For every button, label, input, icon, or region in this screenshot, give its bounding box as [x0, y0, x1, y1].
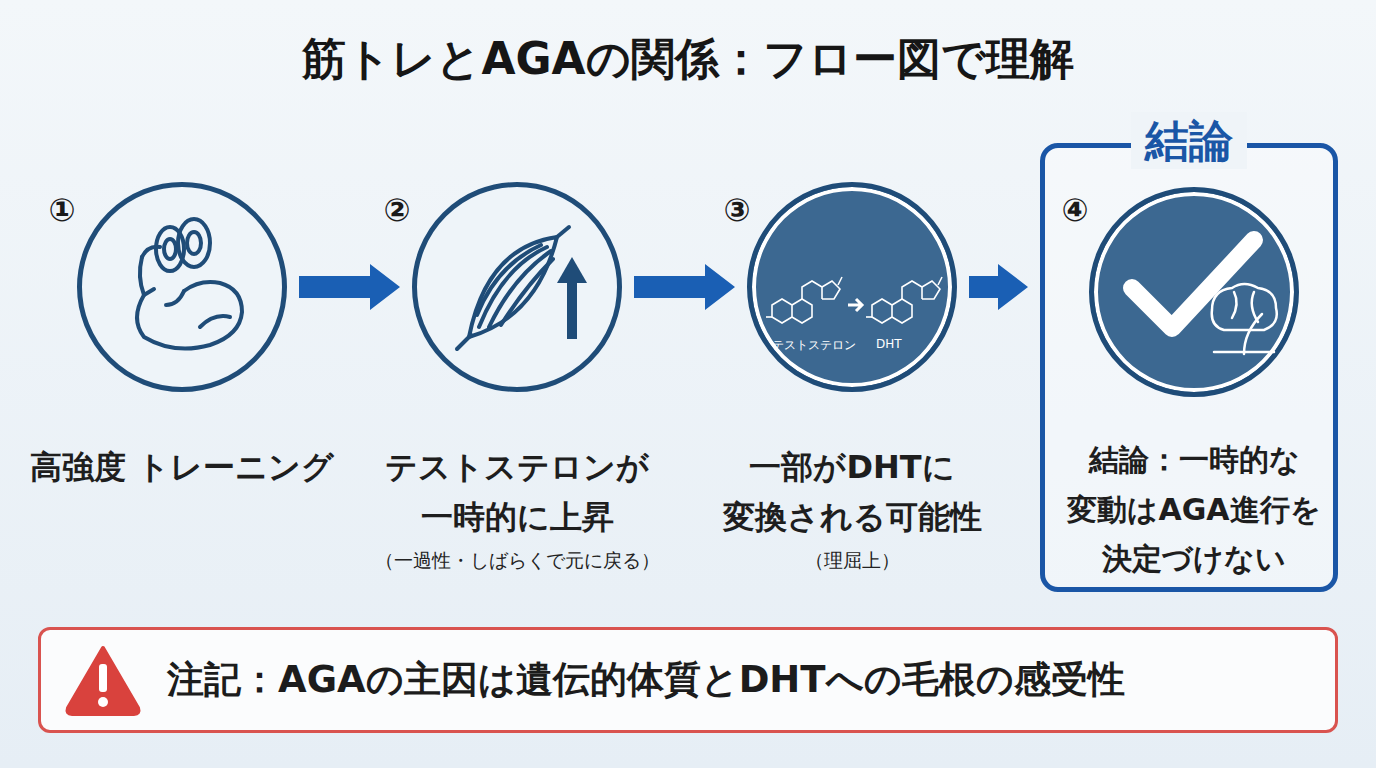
step-text: 結論：一時的な 変動はAGA進行を 決定づけない [1054, 435, 1334, 584]
icon [82, 187, 282, 387]
caption-group: 結論：一時的な 変動はAGA進行を 決定づけない [1054, 435, 1334, 584]
box-heading: 結論 [1131, 112, 1247, 169]
flow-arrow [634, 264, 735, 310]
callout-number: ④ [1061, 194, 1088, 226]
formula-label: DHT [876, 337, 902, 351]
step-circle: 高強度 トレーニング [77, 182, 287, 392]
note-box: 注記：AGAの主因は遺伝的体質とDHTへの毛根の感受性 [38, 627, 1338, 733]
icon [752, 187, 952, 387]
flow-arrow [299, 264, 400, 310]
title: 筋トレとAGAの関係：フロー図で理解 [0, 30, 1376, 89]
step-note: （理屈上） [692, 548, 1012, 573]
conclusion-circle: 結論：一時的な 変動はAGA進行を 決定づけない [1089, 187, 1299, 397]
note-text: 注記：AGAの主因は遺伝的体質とDHTへの毛根の感受性 [167, 655, 1125, 705]
step-circle: テストステロンが 一時的に上昇（一過性・しばらくで元に戻る） [412, 182, 622, 392]
callout-number: ③ [723, 194, 750, 226]
callout-number: ① [48, 194, 75, 226]
icon [417, 187, 617, 387]
step-text: 高強度 トレーニング [22, 443, 342, 493]
caption-group: 一部がDHTに 変換される可能性 （理屈上） [692, 443, 1012, 573]
step-text: テストステロンが 一時的に上昇 [357, 443, 677, 542]
formula-label: テストステロン [772, 337, 856, 354]
icon [1094, 192, 1294, 392]
step-circle: テストステロンDHT一部がDHTに 変換される可能性（理屈上） [747, 182, 957, 392]
step-text: 一部がDHTに 変換される可能性 [692, 443, 1012, 542]
callout-number: ② [383, 194, 410, 226]
caption-group: テストステロンが 一時的に上昇 （一過性・しばらくで元に戻る） [357, 443, 677, 573]
flow-arrow [969, 264, 1028, 310]
caption-group: 高強度 トレーニング [22, 443, 342, 493]
step-note: （一過性・しばらくで元に戻る） [357, 548, 677, 573]
